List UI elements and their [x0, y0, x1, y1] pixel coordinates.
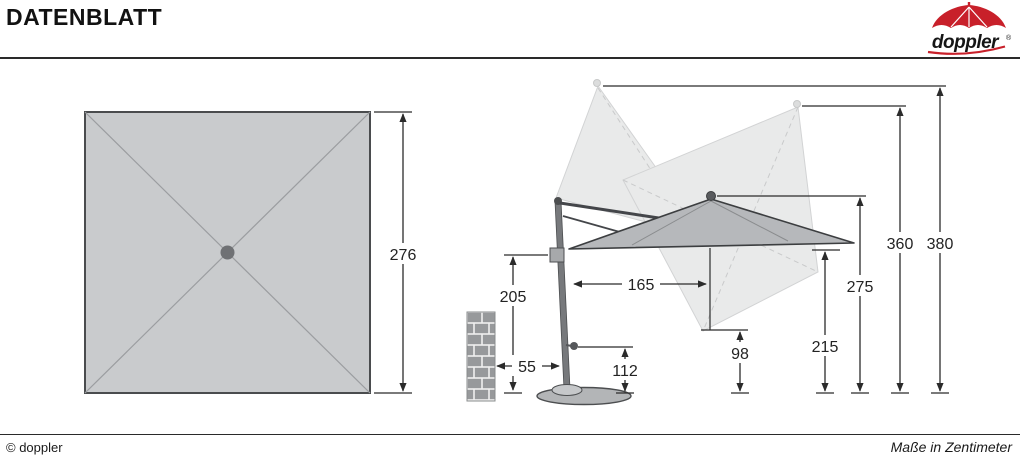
- dim-base-height: 112: [578, 346, 644, 392]
- dim-label-276: 276: [390, 247, 417, 264]
- logo-registered-mark: ®: [1006, 34, 1012, 42]
- dim-label-275: 275: [847, 279, 874, 296]
- dim-label-112: 112: [612, 363, 638, 380]
- dim-label-380: 380: [927, 236, 954, 253]
- dim-label-215: 215: [812, 339, 839, 356]
- dim-tilt-height: 360: [802, 105, 919, 392]
- footer-divider: [0, 434, 1020, 435]
- page-title: DATENBLATT: [6, 4, 163, 30]
- logo-wordmark: doppler: [932, 32, 1000, 53]
- dim-total-height: 380: [603, 85, 959, 392]
- crank-knob: [570, 342, 578, 350]
- dim-label-55: 55: [518, 359, 536, 376]
- dim-canopy-edge-height: 215: [806, 249, 844, 392]
- side-view-umbrella: [466, 191, 855, 406]
- logo-underline-swoosh: [927, 45, 1006, 55]
- dim-center-offset: 165: [573, 248, 711, 330]
- dim-canopy-width: 276: [374, 111, 422, 394]
- doppler-logo-icon: doppler ®: [927, 2, 1012, 55]
- units-note: Maße in Zentimeter: [890, 439, 1012, 455]
- dim-label-360: 360: [887, 236, 914, 253]
- dim-wall-distance: 55: [496, 355, 560, 376]
- base-stand: [536, 386, 632, 406]
- canopy-rib: [631, 200, 712, 246]
- umbrella-logo-icon: [932, 2, 1006, 28]
- dim-label-165: 165: [628, 277, 655, 294]
- dim-canopy-top-height: 275: [717, 195, 879, 392]
- copyright-text: © doppler: [6, 440, 63, 455]
- brick-wall: [466, 311, 496, 402]
- header-divider: [0, 57, 1020, 59]
- header: DATENBLATT doppler ®: [0, 0, 1020, 57]
- pole: [554, 200, 571, 390]
- canopy-rib: [710, 200, 789, 242]
- tilt-joint: [549, 247, 565, 263]
- brand-logo: doppler ®: [918, 1, 1014, 56]
- center-hub-dot: [220, 245, 235, 260]
- dim-tilt-clearance: 98: [701, 329, 755, 392]
- base-mount: [551, 384, 583, 396]
- canopy-side-view: [568, 198, 855, 250]
- finial-dot: [706, 191, 716, 201]
- dim-label-98: 98: [731, 346, 749, 363]
- top-view-canopy: [84, 111, 371, 394]
- dim-label-205: 205: [500, 289, 527, 306]
